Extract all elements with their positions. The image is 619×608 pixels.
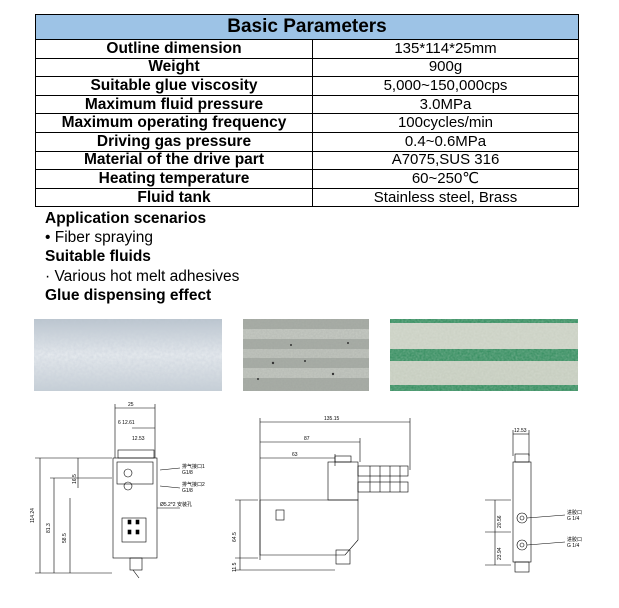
param-key: Maximum fluid pressure	[35, 94, 313, 115]
param-key: Heating temperature	[35, 169, 313, 189]
inlet2-label: 进胶口	[567, 536, 582, 543]
dim-h16: 16.5	[72, 474, 78, 484]
param-key: Weight	[35, 57, 313, 78]
glue-effect-photo-3	[390, 319, 578, 391]
dim-h64: 64.5	[232, 532, 238, 542]
param-key: Suitable glue viscosity	[35, 76, 313, 96]
inlet2-thread: G 1/4	[567, 543, 579, 549]
param-value: 60~250℃	[312, 169, 579, 189]
param-key: Fluid tank	[35, 187, 313, 208]
dim-h58: 58.5	[62, 533, 68, 543]
param-value: 100cycles/min	[312, 113, 579, 133]
param-key: Material of the drive part	[35, 150, 313, 171]
port1-thread: G1/8	[182, 470, 193, 476]
rear-view-drawing: 12.53 进胶口 G 1/4 进胶口 G 1/4 20.56 23.94	[485, 428, 582, 573]
dim-h23: 23.94	[497, 547, 503, 560]
param-value: 5,000~150,000cps	[312, 76, 579, 96]
port2-thread: G1/8	[182, 488, 193, 494]
inlet1-label: 进胶口	[567, 509, 582, 516]
param-value: 0.4~0.6MPa	[312, 131, 579, 152]
param-key: Maximum operating frequency	[35, 113, 313, 133]
fluids-heading: Suitable fluids	[45, 248, 151, 265]
application-item: • Fiber spraying	[45, 229, 153, 246]
dim-w135: 135.15	[324, 416, 340, 422]
param-value: Stainless steel, Brass	[312, 187, 579, 208]
param-value: A7075,SUS 316	[312, 150, 579, 171]
glue-effect-photo-1	[34, 319, 222, 391]
effect-heading: Glue dispensing effect	[45, 287, 212, 304]
table-title: Basic Parameters	[35, 14, 579, 40]
param-value: 135*114*25mm	[312, 39, 579, 59]
param-key: Outline dimension	[35, 39, 313, 59]
dim-h11: 11.5	[232, 562, 238, 572]
inlet1-thread: G 1/4	[567, 516, 579, 522]
dim-w12-rear: 12.53	[514, 428, 527, 434]
param-key: Driving gas pressure	[35, 131, 313, 152]
dim-w63: 63	[292, 452, 298, 458]
port2-label: 排气接口2	[182, 481, 205, 488]
application-heading: Application scenarios	[45, 210, 207, 227]
front-view-drawing: 25 6 12.61 12.53 排气接口1 G1/8 排气接口2 G1/8 Ø…	[30, 402, 205, 579]
dim-h81: 81.3	[46, 523, 52, 533]
hole-label: Ø5.2*2 安装孔	[160, 501, 192, 508]
side-view-drawing: 135.15 87 63 64.5 11.5	[232, 416, 411, 572]
dim-h114: 114.24	[30, 508, 36, 523]
dim-w87: 87	[304, 436, 310, 442]
fluids-item: · Various hot melt adhesives	[45, 268, 240, 285]
dim-h20: 20.56	[497, 515, 503, 528]
dim-w12: 12.53	[132, 436, 145, 442]
param-value: 3.0MPa	[312, 94, 579, 115]
dim-w25: 25	[128, 402, 134, 408]
port1-label: 排气接口1	[182, 463, 205, 470]
dim-w6: 6 12.61	[118, 420, 135, 426]
param-value: 900g	[312, 57, 579, 78]
glue-effect-photo-2	[243, 319, 369, 391]
